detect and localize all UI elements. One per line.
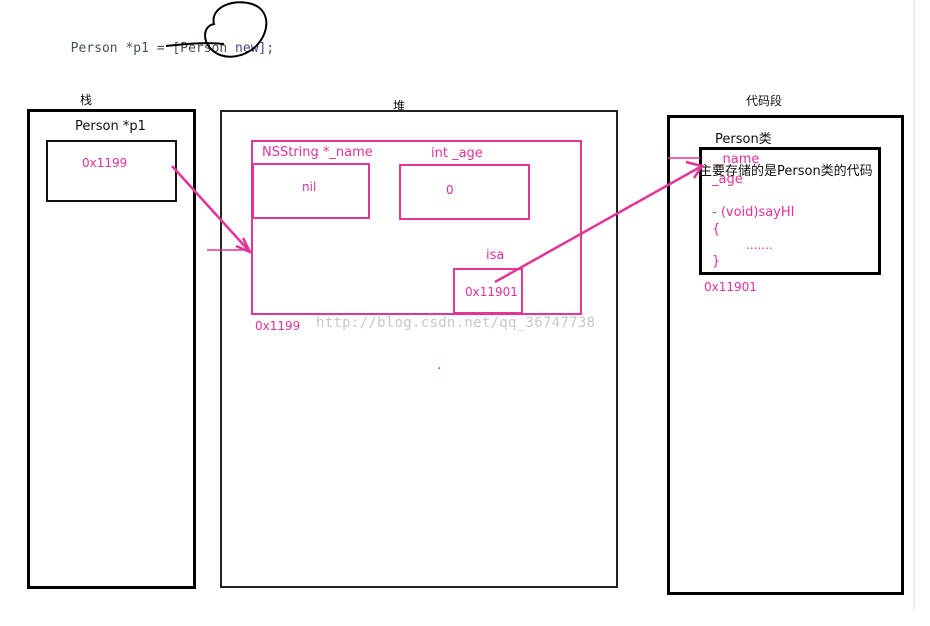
- code-line: Person *p1 = [Person new];: [55, 26, 275, 56]
- ivar-age: _age: [712, 172, 743, 187]
- method-brace-open: {: [712, 222, 721, 237]
- age-field-cell: [399, 164, 530, 220]
- heap-title: 堆: [393, 99, 406, 113]
- ivar-name: _name: [716, 152, 760, 167]
- watermark: http://blog.csdn.net/qq_36747738: [316, 315, 596, 331]
- method-body-dots: .......: [746, 238, 773, 252]
- stack-pointer-cell: [46, 140, 177, 202]
- isa-field-cell: [453, 268, 523, 314]
- heap-object-address: 0x1199: [255, 319, 301, 333]
- code-new: new: [235, 41, 259, 56]
- code-type: Person: [70, 41, 126, 56]
- code-end: ];: [258, 41, 275, 56]
- age-field-value: 0: [446, 183, 454, 197]
- stack-title: 栈: [80, 93, 93, 107]
- heap-region: [220, 110, 618, 588]
- name-field-value: nil: [302, 180, 317, 194]
- code-class: Person: [180, 41, 236, 56]
- name-field-cell: [252, 163, 370, 219]
- class-label: Person类: [715, 132, 772, 147]
- stack-pointer-value: 0x1199: [82, 156, 128, 170]
- isa-field-value: 0x11901: [465, 285, 518, 299]
- heap-dot: .: [437, 357, 442, 373]
- stack-var-label: Person *p1: [75, 119, 146, 134]
- code-var: *p1 = [: [125, 41, 181, 56]
- code-segment-region: [667, 115, 904, 595]
- name-field-label: NSString *_name: [262, 145, 373, 160]
- age-field-label: int _age: [431, 146, 483, 161]
- method-signature: - (void)sayHI: [712, 205, 795, 220]
- method-brace-close: }: [712, 254, 721, 269]
- stack-region: [27, 109, 196, 589]
- class-note: 主要存储的是Person类的代码: [699, 164, 873, 179]
- code-segment-title: 代码段: [746, 94, 783, 108]
- isa-field-label: isa: [486, 248, 505, 263]
- class-address: 0x11901: [704, 280, 757, 294]
